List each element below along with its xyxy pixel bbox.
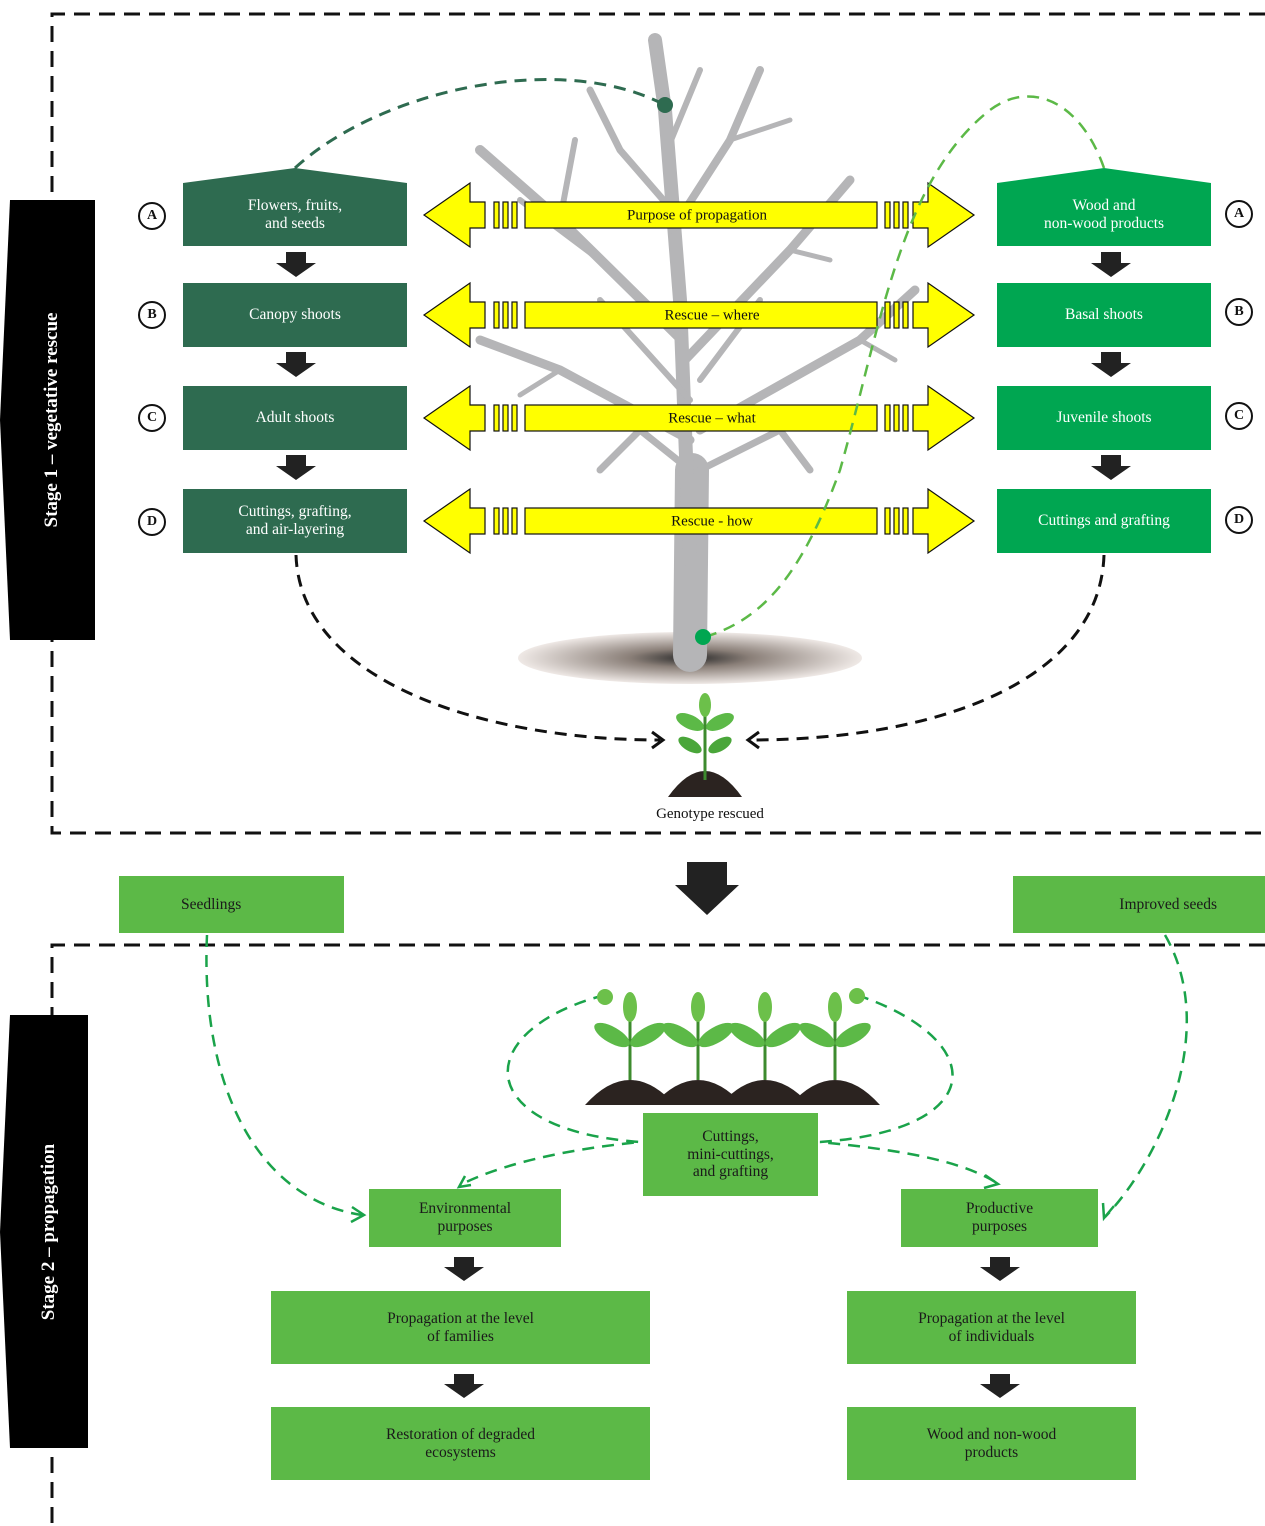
left-box-c: Adult shoots (183, 386, 407, 450)
restoration-box: Restoration of degraded ecosystems (271, 1407, 650, 1480)
left-arrowhead (651, 730, 666, 750)
stage2-connectors (205, 934, 1188, 1218)
right-box-c: Juvenile shoots (997, 386, 1211, 450)
basal-dot (695, 629, 711, 645)
stage1-label: Stage 1 – vegetative rescue (41, 312, 62, 528)
right-box-d: Cuttings and grafting (997, 489, 1211, 553)
seedling-icon (668, 693, 742, 797)
left-box-a: Flowers, fruits, and seeds (247, 196, 343, 232)
seedlings-box: Seedlings (119, 876, 344, 933)
stage2-label: Stage 2 – propagation (38, 1143, 59, 1321)
marker-right-b: B (1225, 298, 1253, 326)
stage2-arrowheads (350, 1173, 1115, 1224)
left-box-d: Cuttings, grafting, and air-layering (183, 489, 407, 553)
right-to-genotype (749, 554, 1106, 742)
label-what: Rescue – what (668, 410, 756, 427)
marker-left-d: D (138, 508, 166, 536)
label-how: Rescue - how (671, 513, 753, 530)
right-box-a: Wood and non-wood products (1043, 196, 1165, 232)
marker-right-c: C (1225, 402, 1253, 430)
marker-right-a: A (1225, 200, 1253, 228)
right-box-b: Basal shoots (997, 283, 1211, 347)
seedlings-row-icon (585, 990, 880, 1105)
right-arrowhead (745, 730, 760, 750)
cuttings-box: Cuttings, mini-cuttings, and grafting (643, 1113, 818, 1196)
marker-right-d: D (1225, 506, 1253, 534)
right-a-shape (997, 168, 1211, 246)
stage2-tab (0, 1015, 88, 1448)
families-box: Propagation at the level of families (271, 1291, 650, 1364)
down-arrows (276, 252, 1131, 1398)
tree-illustration (475, 33, 920, 672)
stage1-frame (50, 12, 1265, 835)
marker-left-c: C (138, 404, 166, 432)
genotype-caption: Genotype rescued (656, 806, 764, 822)
environmental-box: Environmental purposes (369, 1189, 561, 1247)
stage1-tab (0, 200, 95, 640)
left-box-b: Canopy shoots (183, 283, 407, 347)
canopy-connector (293, 78, 666, 170)
left-to-genotype (294, 554, 661, 742)
productive-box: Productive purposes (901, 1189, 1098, 1247)
dot-right (849, 988, 865, 1004)
yellow-arrows (422, 181, 976, 555)
label-where: Rescue – where (664, 307, 760, 324)
dot-left (597, 989, 613, 1005)
improved-seeds-box: Improved seeds (1013, 876, 1265, 933)
label-purpose: Purpose of propagation (627, 207, 767, 224)
marker-left-a: A (138, 202, 166, 230)
wood-products-box: Wood and non-wood products (847, 1407, 1136, 1480)
left-a-shape (183, 168, 407, 246)
individuals-box: Propagation at the level of individuals (847, 1291, 1136, 1364)
canopy-dot (657, 97, 673, 113)
marker-left-b: B (138, 301, 166, 329)
